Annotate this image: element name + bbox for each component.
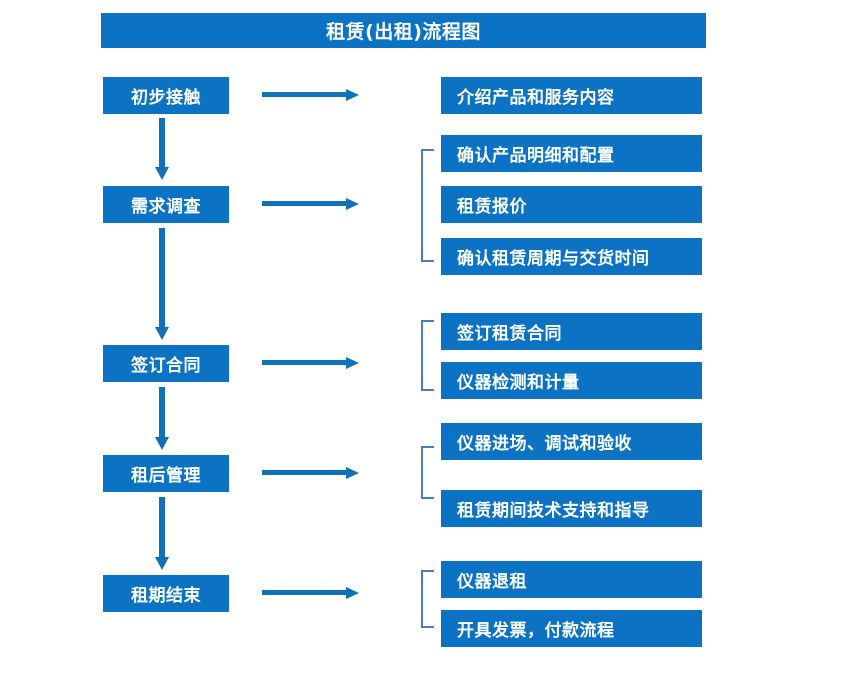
vertical-arrow-4 (152, 497, 172, 570)
detail-node-3-2[interactable]: 仪器检测和计量 (441, 362, 702, 399)
horizontal-arrow-2 (262, 196, 360, 212)
detail-node-4-1[interactable]: 仪器进场、调试和验收 (441, 423, 702, 460)
detail-node-2-1[interactable]: 确认产品明细和配置 (441, 135, 702, 172)
vertical-arrow-3 (152, 387, 172, 450)
detail-node-2-3[interactable]: 确认租赁周期与交货时间 (441, 238, 702, 275)
horizontal-arrow-5 (262, 585, 360, 601)
horizontal-arrow-1 (262, 87, 360, 103)
stage-node-2[interactable]: 需求调查 (103, 186, 229, 223)
group-bracket-2 (419, 149, 435, 262)
detail-node-5-1[interactable]: 仪器退租 (441, 561, 702, 598)
horizontal-arrow-4 (262, 465, 360, 481)
stage-node-5[interactable]: 租期结束 (103, 575, 229, 612)
diagram-title: 租赁(出租)流程图 (101, 13, 706, 48)
stage-node-1[interactable]: 初步接触 (103, 77, 229, 114)
detail-node-1-1[interactable]: 介绍产品和服务内容 (441, 77, 702, 114)
detail-node-4-2[interactable]: 租赁期间技术支持和指导 (441, 490, 702, 527)
detail-node-2-2[interactable]: 租赁报价 (441, 186, 702, 223)
detail-node-3-1[interactable]: 签订租赁合同 (441, 313, 702, 350)
group-bracket-5 (419, 570, 435, 628)
group-bracket-4 (419, 446, 435, 499)
horizontal-arrow-3 (262, 355, 360, 371)
detail-node-5-2[interactable]: 开具发票，付款流程 (441, 610, 702, 647)
group-bracket-3 (419, 320, 435, 391)
stage-node-4[interactable]: 租后管理 (103, 455, 229, 492)
vertical-arrow-2 (152, 228, 172, 340)
stage-node-3[interactable]: 签订合同 (103, 345, 229, 382)
vertical-arrow-1 (152, 118, 172, 180)
